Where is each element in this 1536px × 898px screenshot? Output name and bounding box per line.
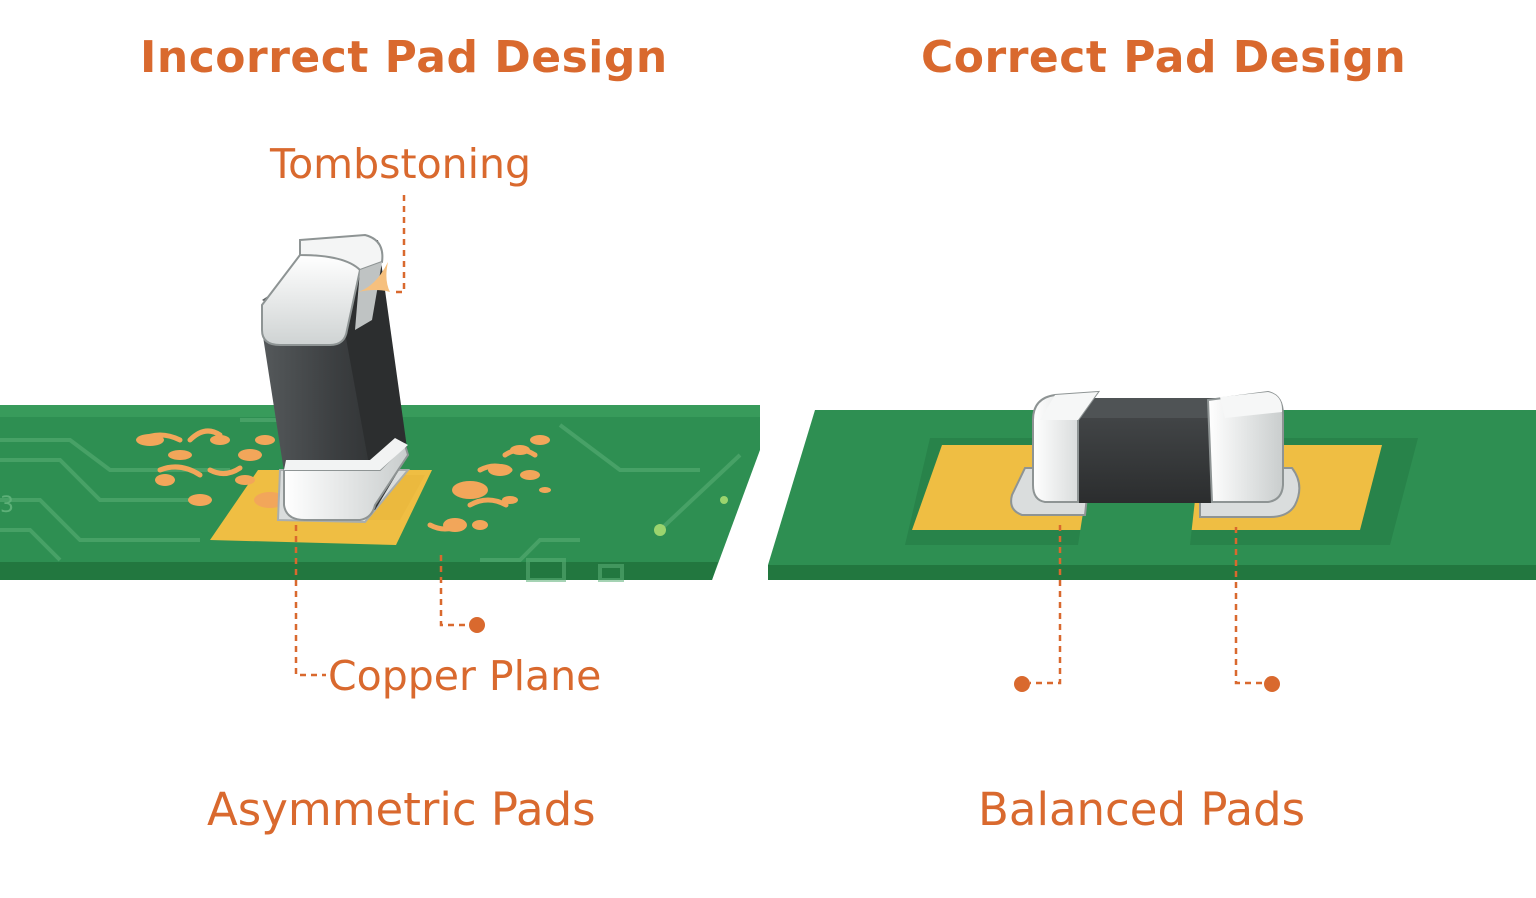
left-board-traces bbox=[0, 418, 742, 582]
solder-wick bbox=[358, 262, 390, 292]
tombstoning-callout: Tombstoning bbox=[270, 140, 532, 188]
copper-plane-callout: Copper Plane bbox=[328, 652, 602, 700]
board-edge-mark: 3 bbox=[0, 493, 14, 518]
callout-dot-icon bbox=[469, 617, 485, 633]
left-panel-title: Incorrect Pad Design bbox=[140, 32, 668, 83]
callout-dot-icon bbox=[1264, 676, 1280, 692]
via-dot bbox=[720, 496, 728, 504]
tombstoned-component bbox=[261, 233, 411, 524]
via-dot bbox=[654, 524, 666, 536]
right-panel-title: Correct Pad Design bbox=[921, 32, 1407, 83]
right-leader-lines bbox=[1030, 525, 1265, 685]
callout-dot-icon bbox=[1014, 676, 1030, 692]
balanced-pads-caption: Balanced Pads bbox=[978, 783, 1306, 836]
left-leader-lines bbox=[294, 195, 472, 677]
balanced-component bbox=[1010, 390, 1301, 518]
asymmetric-pads-caption: Asymmetric Pads bbox=[207, 783, 596, 836]
